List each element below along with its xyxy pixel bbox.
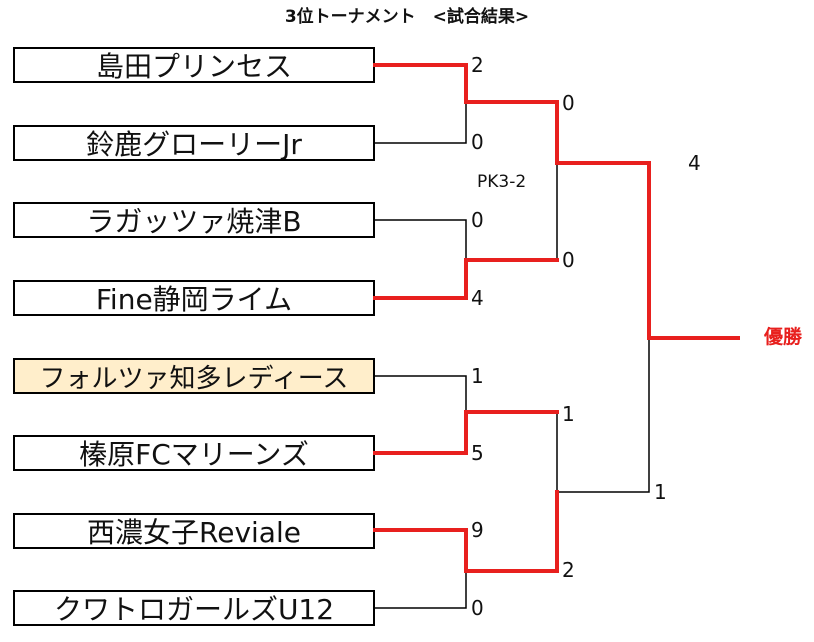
bracket-line-win-m1 xyxy=(373,63,559,104)
score-r1-forza: 1 xyxy=(471,364,484,388)
bracket-line-lose-m1 xyxy=(374,101,467,144)
page-title: 3位トーナメント <試合結果> xyxy=(284,7,530,27)
team-box-suzuka-glory-jr: 鈴鹿グローリーJr xyxy=(13,125,375,161)
bracket-line-lose-final xyxy=(556,337,650,493)
score-sf-1: 0 xyxy=(562,91,575,115)
team-box-seino-joshi-reviale: 西濃女子Reviale xyxy=(13,513,375,549)
score-final-top: 4 xyxy=(688,151,701,175)
score-r1-shimada: 2 xyxy=(471,53,484,77)
score-r1-haibara: 5 xyxy=(471,441,484,465)
score-sf-4: 2 xyxy=(562,558,575,582)
pk-note: PK3-2 xyxy=(477,172,527,192)
score-r1-seino: 9 xyxy=(471,518,484,542)
champion-label: 優勝 xyxy=(764,326,803,348)
score-r1-ragazza: 0 xyxy=(471,208,484,232)
team-box-fine-shizuoka-lime: Fine静岡ライム xyxy=(13,280,375,316)
score-r1-quattro: 0 xyxy=(471,596,484,620)
bracket-line-win-m2 xyxy=(373,258,559,300)
bracket-line-lose-m3 xyxy=(374,375,467,413)
team-box-forza-chita-ladies: フォルツァ知多レディース xyxy=(13,358,375,394)
bracket-line-win-s1 xyxy=(555,100,651,340)
bracket-line-win-m4 xyxy=(373,528,559,573)
score-sf-3: 1 xyxy=(562,402,575,426)
bracket-line-win-m3 xyxy=(373,410,559,455)
score-r1-fine: 4 xyxy=(471,286,484,310)
team-box-ragazza-yaizu-b: ラガッツァ焼津B xyxy=(13,202,375,238)
score-sf-2: 0 xyxy=(562,248,575,272)
bracket-line-lose-m2 xyxy=(374,219,467,261)
score-final-bottom: 1 xyxy=(654,480,667,504)
bracket-line-lose-m4 xyxy=(374,570,467,609)
team-box-shimada-princess: 島田プリンセス xyxy=(13,47,375,83)
team-box-haibara-fc-marines: 榛原FCマリーンズ xyxy=(13,435,375,471)
score-r1-suzuka: 0 xyxy=(471,130,484,154)
team-box-quattro-girls-u12: クワトロガールズU12 xyxy=(13,590,375,626)
